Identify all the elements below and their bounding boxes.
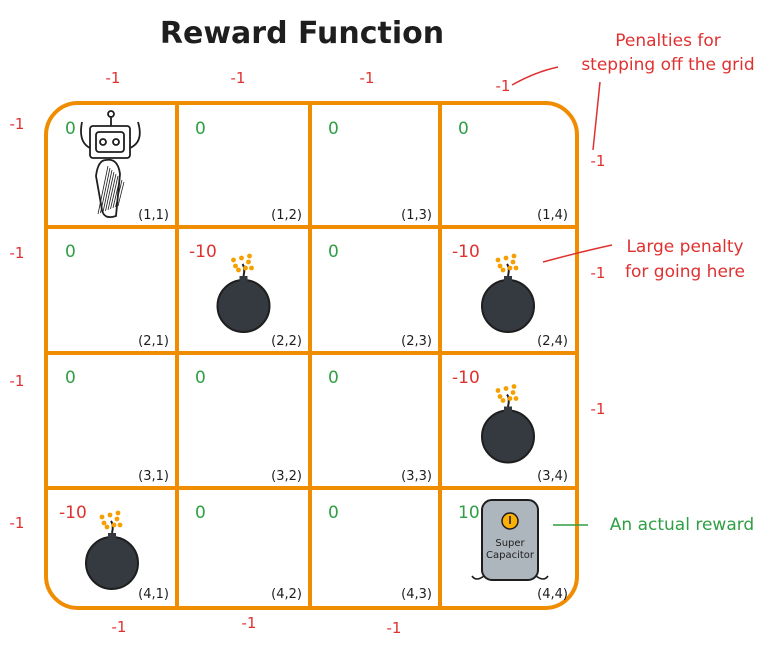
cell-reward: -10 (452, 242, 480, 262)
cell-reward: 0 (65, 119, 76, 139)
cell-coordinate: (3,1) (138, 469, 169, 484)
grid-border (44, 101, 579, 610)
grid-cells: 0 (1,1) 0 (1,2) 0 (1,3) 0 (1,4) 0 (2,1) -10 (2,2) 0 (… (59, 110, 568, 602)
annotation-bomb-line1: Large penalty (626, 237, 743, 257)
cell-2-4: -10 (2,4) (452, 242, 568, 349)
edge-penalty-label: -1 (242, 614, 257, 632)
cell-1-4: 0 (1,4) (458, 119, 568, 223)
cell-coordinate: (1,2) (271, 208, 302, 223)
cell-reward: 0 (195, 503, 206, 523)
cell-1-1: 0 (1,1) (65, 110, 169, 223)
bomb-icon (216, 253, 271, 333)
cell-4-3: 0 (4,3) (328, 503, 432, 602)
cell-2-2: -10 (2,2) (189, 242, 302, 349)
cell-coordinate: (1,4) (537, 208, 568, 223)
cell-coordinate: (4,4) (537, 587, 568, 602)
edge-penalty-label: -1 (496, 77, 511, 95)
cell-4-1: -10 (4,1) (59, 503, 169, 602)
cell-coordinate: (4,2) (271, 587, 302, 602)
cell-reward: 0 (328, 242, 339, 262)
edge-penalties: -1 -1 -1 -1 -1 -1 -1 -1 -1 -1 -1 -1 -1 -1 (10, 69, 606, 637)
edge-penalty-label: -1 (591, 400, 606, 418)
edge-penalty-label: -1 (360, 69, 375, 87)
cell-coordinate: (2,2) (271, 334, 302, 349)
edge-penalty-label: -1 (106, 69, 121, 87)
edge-penalty-label: -1 (10, 372, 25, 390)
cell-coordinate: (4,3) (401, 587, 432, 602)
cell-3-1: 0 (3,1) (65, 368, 169, 484)
cell-4-2: 0 (4,2) (195, 503, 302, 602)
cell-coordinate: (2,1) (138, 334, 169, 349)
cell-3-4: -10 (3,4) (452, 368, 568, 484)
cell-coordinate: (1,1) (138, 208, 169, 223)
cell-2-1: 0 (2,1) (65, 242, 169, 349)
cell-reward: 0 (65, 242, 76, 262)
edge-penalty-label: -1 (10, 244, 25, 262)
bomb-icon (481, 253, 535, 333)
cell-coordinate: (3,4) (537, 469, 568, 484)
capacitor-label-line2: Capacitor (486, 550, 535, 561)
edge-penalty-label: -1 (10, 514, 25, 532)
cell-reward: 0 (458, 119, 469, 139)
annotation-arrow (542, 244, 613, 263)
bomb-icon (481, 384, 535, 464)
annotation-off-grid: Penalties for stepping off the grid (511, 31, 755, 151)
capacitor-label-line1: Super (495, 538, 525, 549)
cell-1-3: 0 (1,3) (328, 119, 432, 223)
annotation-arrow (511, 66, 559, 86)
edge-penalty-label: -1 (231, 69, 246, 87)
grid (44, 101, 579, 610)
annotation-reward: An actual reward (553, 515, 754, 535)
cell-2-3: 0 (2,3) (328, 242, 432, 349)
edge-penalty-label: -1 (10, 115, 25, 133)
cell-reward: -10 (452, 368, 480, 388)
diagram-title: Reward Function (160, 16, 444, 51)
cell-1-2: 0 (1,2) (195, 119, 302, 223)
cell-coordinate: (3,2) (271, 469, 302, 484)
cell-coordinate: (2,3) (401, 334, 432, 349)
cell-reward: -10 (59, 503, 87, 523)
cell-coordinate: (1,3) (401, 208, 432, 223)
annotation-arrow (592, 81, 601, 151)
cell-3-3: 0 (3,3) (328, 368, 432, 484)
edge-penalty-label: -1 (591, 264, 606, 282)
cell-reward: 10 (458, 503, 480, 523)
cell-reward: 0 (195, 119, 206, 139)
edge-penalty-label: -1 (591, 152, 606, 170)
cell-reward: 0 (65, 368, 76, 388)
cell-reward: 0 (328, 368, 339, 388)
cell-3-2: 0 (3,2) (195, 368, 302, 484)
annotation-bomb-line2: for going here (625, 262, 745, 282)
edge-penalty-label: -1 (387, 619, 402, 637)
cell-reward: -10 (189, 242, 217, 262)
cell-coordinate: (4,1) (138, 587, 169, 602)
annotation-reward-text: An actual reward (610, 515, 754, 535)
edge-penalty-label: -1 (112, 618, 127, 636)
cell-reward: 0 (195, 368, 206, 388)
lightning-icon (501, 512, 519, 530)
cell-coordinate: (3,3) (401, 469, 432, 484)
bomb-icon (85, 510, 139, 590)
annotation-off-grid-line1: Penalties for (615, 31, 721, 51)
robot-icon (80, 110, 141, 219)
annotation-off-grid-line2: stepping off the grid (581, 55, 754, 75)
cell-coordinate: (2,4) (537, 334, 568, 349)
annotation-bomb: Large penalty for going here (542, 237, 745, 282)
cell-reward: 0 (328, 503, 339, 523)
cell-reward: 0 (328, 119, 339, 139)
